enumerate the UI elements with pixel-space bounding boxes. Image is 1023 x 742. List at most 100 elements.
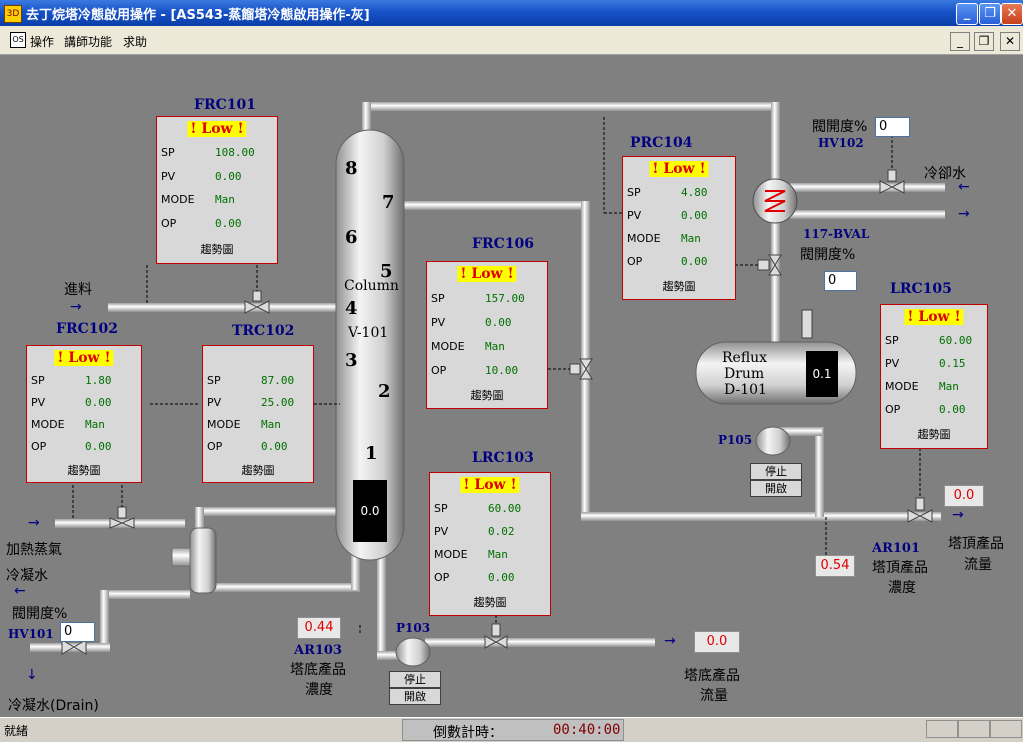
process-canvas: 8 7 6 5 4 3 2 1 Column V-101 0.0 Reflux …: [0, 55, 1023, 717]
drain-label: 冷凝水(Drain): [8, 698, 99, 714]
menu-bar: OS 操作 講師功能 求助: [0, 26, 1023, 55]
op-value[interactable]: 0.00: [681, 255, 708, 268]
sp-label: SP: [885, 334, 899, 347]
condenser-coil-icon: [764, 190, 786, 212]
mode-value[interactable]: Man: [488, 548, 508, 561]
sp-value[interactable]: 1.80: [85, 374, 112, 387]
feed-pipe: [108, 303, 338, 312]
pv-value: 0.00: [681, 209, 708, 222]
trend-button[interactable]: 趨勢圖: [470, 389, 504, 402]
trend-button[interactable]: 趨勢圖: [241, 464, 275, 477]
lrc103-tag: LRC103: [472, 450, 534, 466]
pv-label: PV: [431, 316, 446, 329]
mode-value[interactable]: Man: [215, 193, 235, 206]
signal-lines: [72, 117, 921, 635]
column-v101[interactable]: [335, 129, 405, 561]
hv102-input[interactable]: 0: [875, 117, 910, 137]
column-label: Column: [344, 278, 399, 294]
hv102-tag: HV102: [818, 136, 864, 150]
mode-value[interactable]: Man: [85, 418, 105, 431]
op-label: OP: [207, 440, 223, 453]
mdi-minimize-button[interactable]: _: [950, 32, 970, 51]
bottom-flow-value: 0.0: [694, 631, 740, 653]
document-icon[interactable]: OS: [10, 32, 26, 48]
drum-id: D-101: [724, 382, 767, 398]
mode-label: MODE: [161, 193, 195, 206]
pump-p103[interactable]: [395, 637, 431, 667]
sp-value[interactable]: 60.00: [939, 334, 973, 347]
feed-arrow-icon: →: [70, 299, 82, 315]
ar103-value: 0.44: [297, 617, 341, 639]
alarm-low: ! Low !: [460, 477, 520, 493]
mode-value[interactable]: Man: [261, 418, 281, 431]
p105-stop-button[interactable]: 停止: [750, 463, 802, 480]
alarm-low: ! Low !: [54, 350, 114, 366]
menu-instructor[interactable]: 講師功能: [64, 35, 113, 49]
mdi-close-button[interactable]: ✕: [1000, 32, 1020, 51]
op-value[interactable]: 0.00: [215, 217, 242, 230]
column-level-indicator: 0.0: [353, 480, 387, 542]
window-title: 去丁烷塔冷態啟用操作 - [AS543-蒸餾塔冷態啟用操作-灰]: [26, 8, 370, 23]
sp-value[interactable]: 157.00: [485, 292, 525, 305]
mdi-restore-button[interactable]: ❐: [974, 32, 994, 51]
ar101-value: 0.54: [815, 555, 855, 577]
mode-value[interactable]: Man: [485, 340, 505, 353]
top-product-label: 塔頂產品: [948, 536, 1004, 552]
op-value[interactable]: 0.00: [488, 571, 515, 584]
trend-button[interactable]: 趨勢圖: [200, 243, 234, 256]
trend-button[interactable]: 趨勢圖: [662, 280, 696, 293]
p103-stop-button[interactable]: 停止: [389, 671, 441, 688]
frc101-tag: FRC101: [194, 97, 256, 113]
bval-input[interactable]: 0: [824, 271, 857, 291]
p105-start-button[interactable]: 開啟: [750, 480, 802, 497]
tray-2: 2: [378, 381, 391, 402]
pv-label: PV: [885, 357, 900, 370]
pv-value: 25.00: [261, 396, 295, 409]
cooling-water-in-pipe: [790, 183, 945, 192]
op-label: OP: [31, 440, 47, 453]
condensate-label: 冷凝水: [6, 568, 48, 584]
pv-value: 0.15: [939, 357, 966, 370]
cooling-water-out-pipe: [790, 210, 945, 219]
sp-value[interactable]: 108.00: [215, 146, 255, 159]
reflux-pipe-top: [400, 201, 590, 210]
close-button[interactable]: ✕: [1001, 3, 1023, 25]
menu-help[interactable]: 求助: [123, 35, 148, 49]
restore-button[interactable]: ❐: [979, 3, 1001, 25]
sp-value[interactable]: 4.80: [681, 186, 708, 199]
sp-value[interactable]: 87.00: [261, 374, 295, 387]
mode-label: MODE: [885, 380, 919, 393]
bottoms-to-pump: [377, 651, 407, 660]
minimize-button[interactable]: _: [956, 3, 978, 25]
op-value[interactable]: 0.00: [939, 403, 966, 416]
mode-value[interactable]: Man: [681, 232, 701, 245]
mode-label: MODE: [434, 548, 468, 561]
alarm-low: ! Low !: [649, 161, 709, 177]
tray-4: 4: [345, 298, 358, 319]
hv101-input[interactable]: 0: [60, 622, 95, 642]
tray-1: 1: [365, 443, 378, 464]
trend-button[interactable]: 趨勢圖: [473, 596, 507, 609]
pv-label: PV: [207, 396, 222, 409]
p103-start-button[interactable]: 開啟: [389, 688, 441, 705]
trend-button[interactable]: 趨勢圖: [67, 464, 101, 477]
op-label: OP: [885, 403, 901, 416]
menu-operate[interactable]: 操作: [30, 35, 55, 49]
op-value[interactable]: 10.00: [485, 364, 519, 377]
op-value[interactable]: 0.00: [261, 440, 288, 453]
sp-value[interactable]: 60.00: [488, 502, 522, 515]
pump-p105[interactable]: [755, 426, 791, 456]
trend-button[interactable]: 趨勢圖: [917, 428, 951, 441]
p105-suction-pipe: [780, 427, 822, 436]
sp-label: SP: [161, 146, 175, 159]
mode-value[interactable]: Man: [939, 380, 959, 393]
op-value[interactable]: 0.00: [85, 440, 112, 453]
pv-value: 0.02: [488, 525, 515, 538]
